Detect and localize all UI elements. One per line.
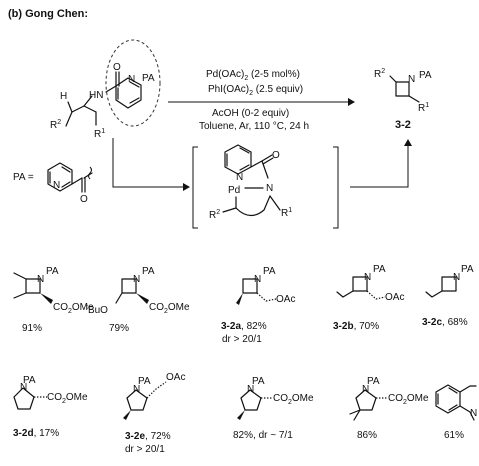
- label-pa: PA: [46, 266, 59, 277]
- yield-10: 61%: [444, 430, 464, 441]
- product-3-2: R2 N PA R1 3-2: [374, 68, 432, 131]
- ester-label: CO2OMe: [47, 392, 88, 405]
- ester-label: CO2OMe: [388, 393, 429, 406]
- condition-additive: AcOH (0-2 equiv): [212, 108, 289, 119]
- pa-definition: PA = N O: [13, 162, 93, 205]
- atom-n: N: [133, 384, 140, 395]
- atom-n-pa: N: [53, 180, 60, 191]
- product-id: 3-2: [395, 119, 411, 131]
- atom-r1-prod: R1: [418, 102, 429, 114]
- product-card-3-2b: N PA OAc 3-2b, 70%: [333, 264, 404, 332]
- atom-r2-int: R2: [209, 209, 220, 221]
- atom-n: N: [20, 382, 27, 393]
- condition-catalyst: Pd(OAc)2 (2-5 mol%): [206, 69, 300, 82]
- oac-label: OAc: [385, 292, 404, 303]
- label-pa-prod: PA: [419, 70, 432, 81]
- atom-h: H: [60, 91, 67, 102]
- atom-n: N: [362, 384, 369, 395]
- product-card-3-2e: N PA OAc 3-2e, 72% dr > 20/1: [123, 372, 185, 455]
- atom-n: N: [364, 272, 371, 283]
- atom-o-pa: O: [80, 194, 88, 205]
- label-pa: PA: [23, 375, 36, 386]
- scheme-title: (b) Gong Chen:: [8, 8, 88, 20]
- yield-1: 91%: [22, 323, 42, 334]
- atom-n-int1: N: [236, 172, 243, 183]
- oac-label: OAc: [166, 372, 185, 383]
- label-pa: PA: [367, 376, 380, 387]
- atom-n: N: [37, 274, 44, 285]
- atom-r2-prod: R2: [374, 68, 385, 80]
- label-pa: PA: [263, 266, 276, 277]
- product-card-8: N PA CO2OMe 82%, dr ~ 7/1: [233, 376, 314, 441]
- label-pa: PA: [252, 376, 265, 387]
- yield-9: 86%: [357, 430, 377, 441]
- pa-def-label: PA =: [13, 172, 34, 183]
- label-pa: PA: [138, 376, 151, 387]
- product-3-2e-label: 3-2e, 72%: [125, 431, 171, 442]
- dr-3-2a: dr > 20/1: [222, 334, 262, 345]
- ester-label: CO2OMe: [273, 393, 314, 406]
- product-card-3-2d: N PA CO2OMe 3-2d, 17%: [13, 375, 88, 439]
- product-card-1: N PA CO2OMe 91%: [13, 266, 94, 334]
- atom-o-sub: O: [113, 62, 121, 73]
- lower-arrow-path: [112, 138, 183, 188]
- ester-label: CO2OMe: [149, 302, 190, 315]
- atom-n-pyr: N: [128, 74, 135, 85]
- condition-oxidant: PhI(OAc)2 (2.5 equiv): [208, 84, 303, 97]
- product-card-3-2a: N PA OAc 3-2a, 82% dr > 20/1: [221, 266, 295, 345]
- atom-r2-sub: R2: [50, 119, 61, 131]
- product-3-2d-label: 3-2d, 17%: [13, 428, 59, 439]
- yield-2: 79%: [109, 323, 129, 334]
- directing-group-label: PA: [142, 73, 155, 84]
- label-pa: PA: [142, 266, 155, 277]
- atom-n: N: [453, 272, 460, 283]
- condition-solvent: Toluene, Ar, 110 °C, 24 h: [199, 121, 309, 132]
- product-card-10: N 61%: [435, 384, 477, 441]
- ester-label: CO2OMe: [53, 302, 94, 315]
- product-card-3-2c: N PA 3-2c, 68%: [422, 264, 474, 328]
- directing-group-highlight: [105, 39, 161, 127]
- atom-pd: Pd: [228, 185, 240, 196]
- dr-3-2e: dr > 20/1: [125, 444, 165, 455]
- tbuo-label: tBuO: [86, 304, 108, 316]
- atom-r1-int: R1: [281, 207, 292, 219]
- atom-n-prod: N: [408, 74, 415, 85]
- oac-label: OAc: [276, 294, 295, 305]
- atom-n-p10: N: [470, 408, 477, 419]
- atom-o-int: O: [272, 150, 280, 161]
- label-pa: PA: [461, 264, 474, 275]
- atom-n: N: [247, 384, 254, 395]
- palladacycle-intermediate: N O Pd N R2 R1: [192, 144, 339, 229]
- product-3-2a-label: 3-2a, 82%: [221, 321, 267, 332]
- yield-8: 82%, dr ~ 7/1: [233, 430, 293, 441]
- product-3-2b-label: 3-2b, 70%: [333, 321, 379, 332]
- product-3-2c-label: 3-2c, 68%: [422, 317, 468, 328]
- atom-n-int2: N: [266, 183, 273, 194]
- atom-n: N: [254, 274, 261, 285]
- atom-r1-sub: R1: [94, 128, 105, 140]
- atom-n: N: [133, 274, 140, 285]
- label-pa: PA: [373, 264, 386, 275]
- substrate: H HN R2 R1 O N: [50, 62, 142, 140]
- atom-hn: HN: [89, 90, 103, 101]
- product-card-9: N PA CO2OMe 86%: [349, 376, 429, 441]
- return-arrow-path: [350, 146, 409, 188]
- product-card-2: N PA tBuO CO2OMe 79%: [86, 266, 190, 334]
